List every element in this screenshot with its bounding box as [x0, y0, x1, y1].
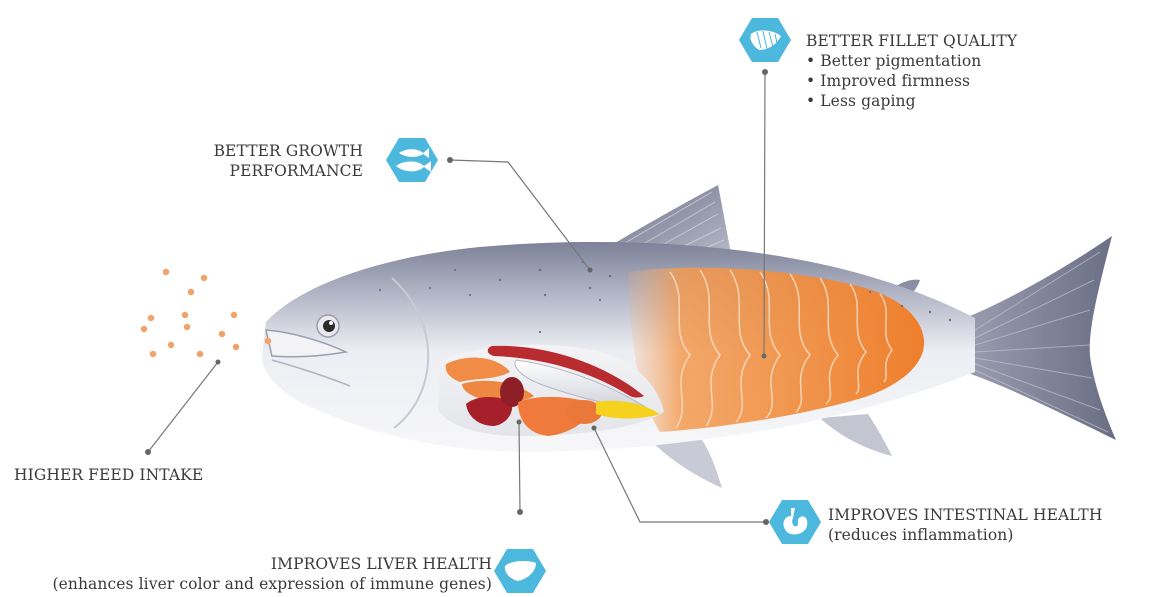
intestinal-callout: IMPROVES INTESTINAL HEALTH (reduces infl…	[828, 505, 1103, 545]
liver-icon	[494, 549, 546, 593]
feed-title: HIGHER FEED INTAKE	[14, 465, 203, 485]
growth-title-line1: BETTER GROWTH	[214, 141, 363, 161]
liver-subtitle: (enhances liver color and expression of …	[52, 574, 492, 594]
stomach-icon	[769, 500, 821, 544]
anal-fin	[820, 414, 892, 456]
liver-title: IMPROVES LIVER HEALTH	[52, 554, 492, 574]
pelvic-fin	[650, 440, 722, 488]
growth-title-line2: PERFORMANCE	[214, 161, 363, 181]
fillet-icon	[739, 18, 791, 62]
fillet-bullet-item: Better pigmentation	[806, 51, 1017, 71]
fillet-bullet-item: Improved firmness	[806, 71, 1017, 91]
fillet-bullets: Better pigmentation Improved firmness Le…	[806, 51, 1017, 111]
liver-callout: IMPROVES LIVER HEALTH (enhances liver co…	[52, 554, 492, 594]
fillet-callout: BETTER FILLET QUALITY Better pigmentatio…	[806, 31, 1017, 111]
intestinal-title: IMPROVES INTESTINAL HEALTH	[828, 505, 1103, 525]
fillet-title: BETTER FILLET QUALITY	[806, 31, 1017, 51]
two-fish-icon	[386, 138, 438, 182]
fillet-bullet-item: Less gaping	[806, 91, 1017, 111]
feed-callout: HIGHER FEED INTAKE	[14, 465, 203, 485]
intestinal-subtitle: (reduces inflammation)	[828, 525, 1103, 545]
growth-callout: BETTER GROWTH PERFORMANCE	[214, 141, 363, 181]
feed-pellets	[141, 269, 271, 357]
tail-fin	[965, 236, 1116, 440]
